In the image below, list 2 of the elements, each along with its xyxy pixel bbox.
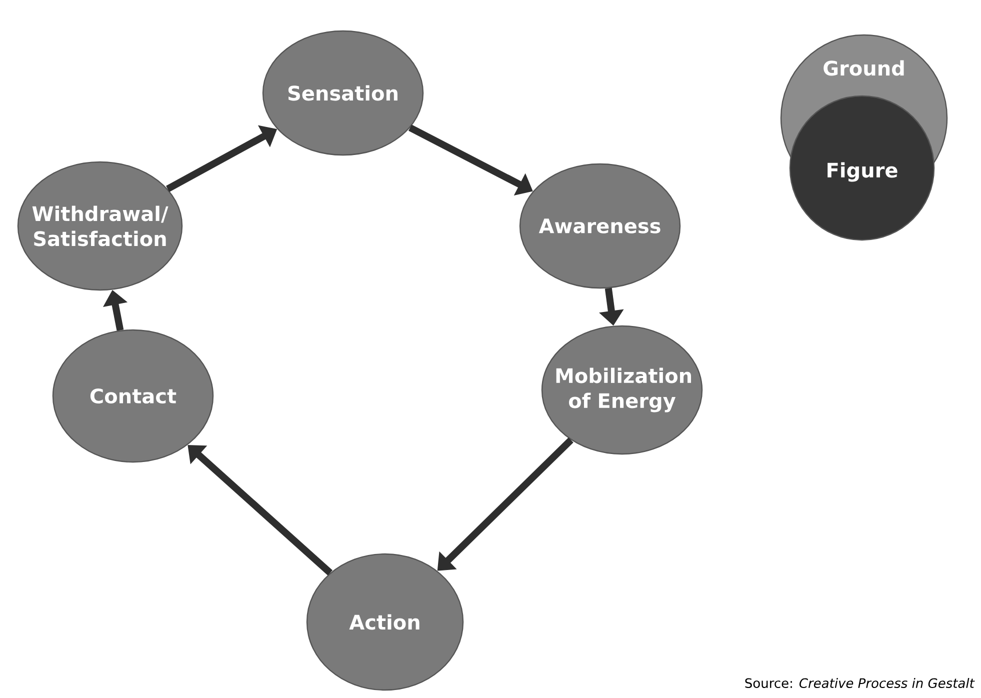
arrow (188, 445, 333, 576)
source-note: Source: Creative Process in Gestalt (745, 678, 975, 688)
